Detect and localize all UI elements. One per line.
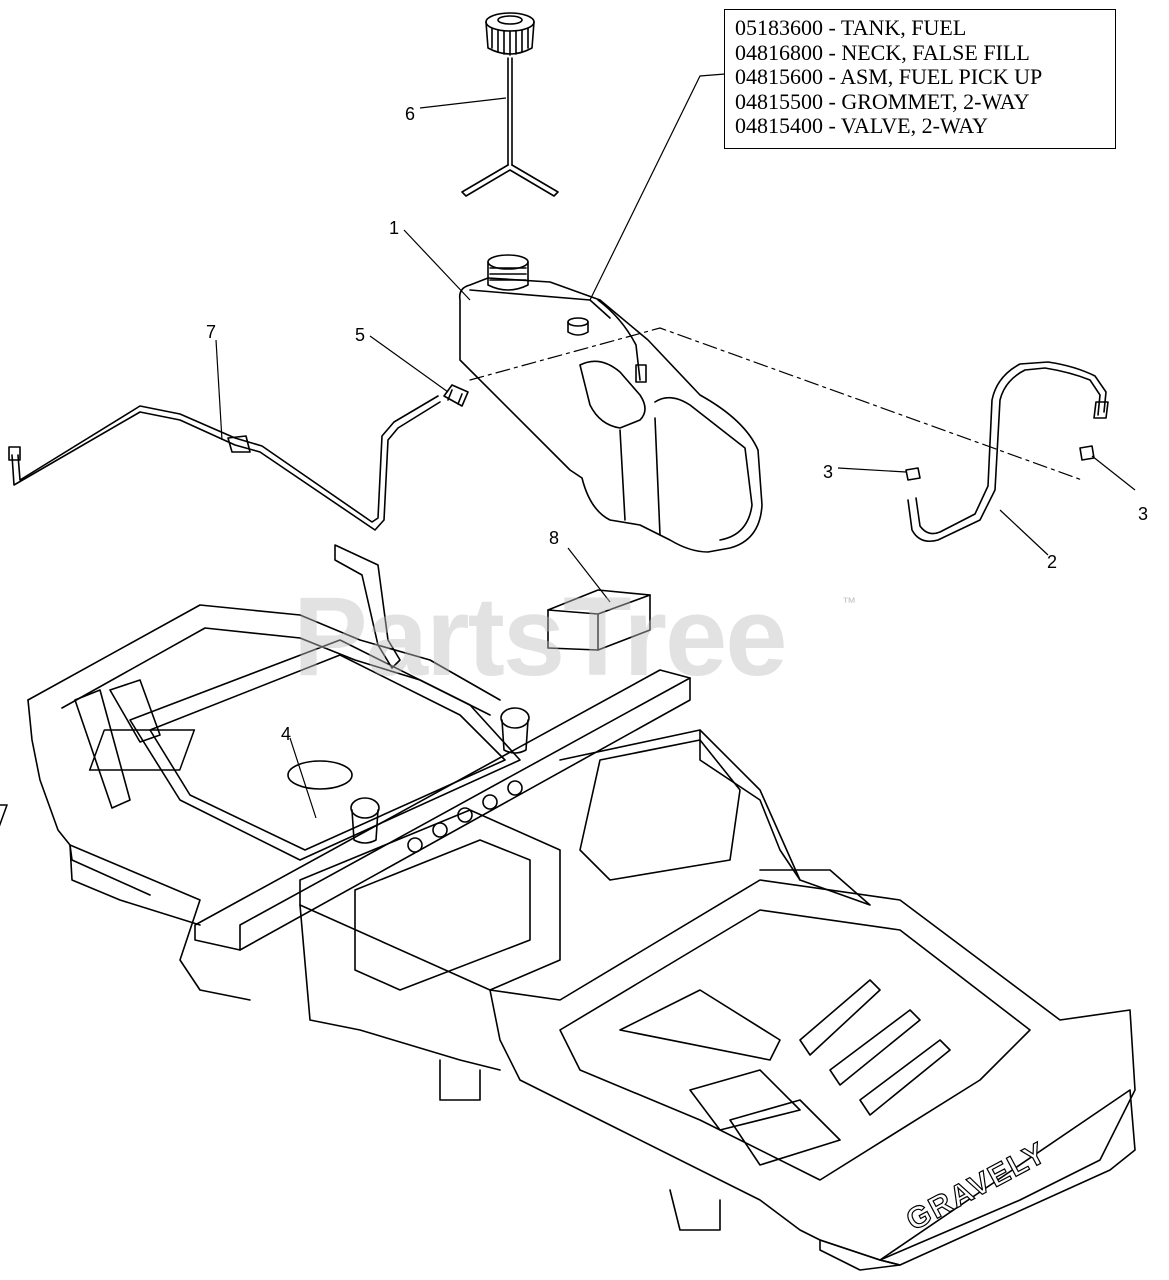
fuel-cap-illustration <box>461 12 559 197</box>
callout-2[interactable]: 2 <box>1047 552 1058 572</box>
callout-6[interactable]: 6 <box>405 104 416 124</box>
callout-5[interactable]: 5 <box>355 325 366 345</box>
fuel-tank-illustration <box>458 254 763 553</box>
callout-4[interactable]: 4 <box>281 724 292 744</box>
callout-8[interactable]: 8 <box>549 528 560 548</box>
parts-list-item: 05183600 - TANK, FUEL <box>735 15 967 40</box>
foam-pad-illustration <box>547 589 651 651</box>
valve-illustration <box>443 384 469 407</box>
fuel-pickup-tube-illustration <box>907 361 1109 543</box>
parts-list-item: 04815400 - VALVE, 2-WAY <box>735 113 989 138</box>
parts-list-box: 05183600 - TANK, FUEL 04816800 - NECK, F… <box>724 9 1116 149</box>
watermark: PartsTree <box>293 574 788 699</box>
callout-3-left[interactable]: 3 <box>823 462 834 482</box>
callout-7[interactable]: 7 <box>206 322 217 342</box>
callout-1[interactable]: 1 <box>389 218 400 238</box>
parts-list-item: 04815600 - ASM, FUEL PICK UP <box>735 64 1043 89</box>
fuel-line-left-illustration <box>8 395 441 531</box>
parts-list-item: 04815500 - GROMMET, 2-WAY <box>735 88 1030 114</box>
trademark-symbol: ™ <box>842 594 856 610</box>
routing-line <box>469 327 1083 481</box>
callout-3-right[interactable]: 3 <box>1138 504 1149 524</box>
mower-chassis-illustration <box>0 544 1136 1271</box>
small-valve-illustration <box>905 445 1095 481</box>
parts-list-item: 04816800 - NECK, FALSE FILL <box>735 39 1030 65</box>
leader-lines <box>215 73 1136 819</box>
